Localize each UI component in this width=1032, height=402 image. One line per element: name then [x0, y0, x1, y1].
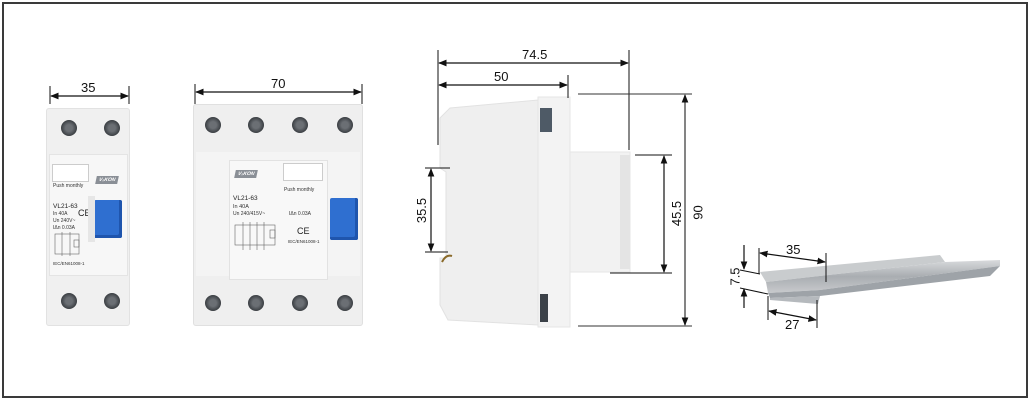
push-monthly-label: Push monthly — [53, 183, 84, 189]
terminal-screw-icon — [61, 293, 77, 309]
terminal-screw-icon — [292, 295, 308, 311]
terminal-screw-icon — [104, 120, 120, 136]
terminal-screw-icon — [205, 295, 221, 311]
sensitivity-label: IΔn 0.03A — [289, 211, 311, 217]
push-monthly-label: Push monthly — [284, 187, 315, 193]
two-pole-width-dimension: 35 — [81, 80, 96, 95]
toggle-lever — [330, 198, 358, 240]
terminal-screw-icon — [292, 117, 308, 133]
rail-width-dimension: 35 — [786, 242, 801, 257]
voltage-label: Un 240V~ — [53, 218, 76, 224]
four-pole-width-dimension: 70 — [271, 76, 286, 91]
rating-label: In 40A — [53, 211, 68, 217]
terminal-screw-icon — [248, 117, 264, 133]
terminal-screw-icon — [205, 117, 221, 133]
model-label: VL21-63 — [53, 203, 78, 210]
terminal-screw-icon — [104, 293, 120, 309]
test-button — [283, 163, 323, 181]
terminal-screw-icon — [337, 295, 353, 311]
rating-label: In 40A — [233, 204, 249, 210]
standard-label: IEC/EN61008-1 — [53, 261, 85, 266]
terminal-screw-icon — [248, 295, 264, 311]
model-label: VL21-63 — [233, 195, 258, 202]
standard-label: IEC/EN61008-1 — [288, 239, 320, 244]
voltage-label: Un 240/415V~ — [233, 211, 266, 217]
rail-base-dimension: 27 — [785, 317, 800, 332]
terminal-screw-icon — [61, 120, 77, 136]
figure-frame — [2, 2, 1028, 398]
ce-mark: CE — [78, 208, 91, 218]
terminal-screw-icon — [337, 117, 353, 133]
body-depth-dimension: 50 — [494, 69, 509, 84]
toggle-housing — [88, 196, 95, 242]
toggle-lever — [94, 200, 122, 238]
rail-height-dimension: 7.5 — [727, 267, 743, 286]
test-button — [52, 164, 89, 182]
sensitivity-label: IΔn 0.03A — [53, 225, 75, 231]
total-depth-dimension: 74.5 — [522, 47, 548, 62]
ce-mark: CE — [297, 226, 310, 236]
